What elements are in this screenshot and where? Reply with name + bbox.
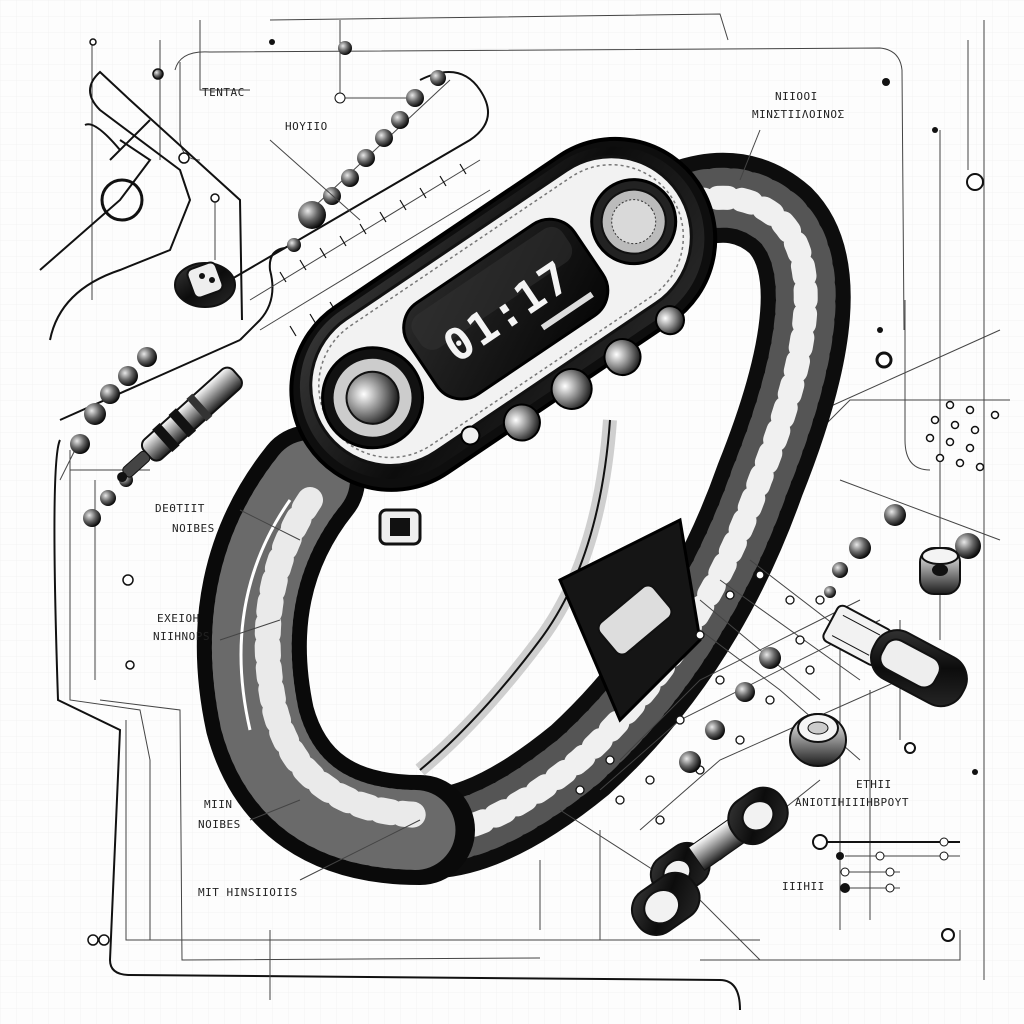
band-module: 01:17 xyxy=(289,136,718,492)
callout-left-mid-2: ΝΙΙΗΝΟΡS xyxy=(153,630,210,643)
callout-left-low-2: ΝΟΙΒΕS xyxy=(198,818,241,831)
callout-left-upper-1: DЕΘΤΙΙΤ xyxy=(155,502,205,515)
callout-top-mid: ΗΟΥΙΙΟ xyxy=(285,120,328,133)
usb-plug-component xyxy=(822,604,968,708)
callout-bottom-right: ΙΙΙΗΙΙ xyxy=(782,880,825,893)
connector-nodes-left xyxy=(87,38,220,946)
callout-right-low-1: ΕΤΗΙΙ xyxy=(856,778,892,791)
callout-top-left: ΤΕΝΤΑC xyxy=(202,86,245,99)
callout-left-low-1: ΜΙΙΝ xyxy=(204,798,233,811)
callout-top-right-1: ΝΙΙΟΟΙ xyxy=(775,90,818,103)
disc-component xyxy=(789,713,847,767)
callout-bottom-left: ΜΙΤ ΗΙΝSΙΙΟΙΙS xyxy=(198,886,298,899)
callout-left-upper-2: ΝΟΙΒΕS xyxy=(172,522,215,535)
capsule-component xyxy=(174,261,236,308)
dot-matrix xyxy=(925,400,1000,472)
callout-right-low-2: ΑΝΙΟΤΙΗΙΙΙΗΒΡΟΥΤ xyxy=(795,796,909,809)
band-clasp xyxy=(378,508,702,723)
bottom-right-nodes xyxy=(812,742,978,942)
fitness-band: 01:17 xyxy=(196,136,851,885)
bead-chain-top xyxy=(287,70,451,252)
probe-connector xyxy=(117,366,243,482)
right-bead-chain xyxy=(679,327,981,773)
ring-node xyxy=(100,178,144,222)
callout-labels: ΤΕΝΤΑC ΗΟΥΙΙΟ ΝΙΙΟΟΙ ΜΙΝΣΤΙΙΛΟΙΝΟΣ DЕΘΤΙ… xyxy=(153,86,909,899)
battery-chain-component xyxy=(630,786,789,936)
callout-left-mid-1: ΕΧΕΙΟΗ xyxy=(157,612,200,625)
ring-node-right xyxy=(269,39,984,369)
cylinder-component xyxy=(919,547,961,595)
callout-top-right-2: ΜΙΝΣΤΙΙΛΟΙΝΟΣ xyxy=(752,108,845,121)
bead-chain-left xyxy=(70,347,157,527)
